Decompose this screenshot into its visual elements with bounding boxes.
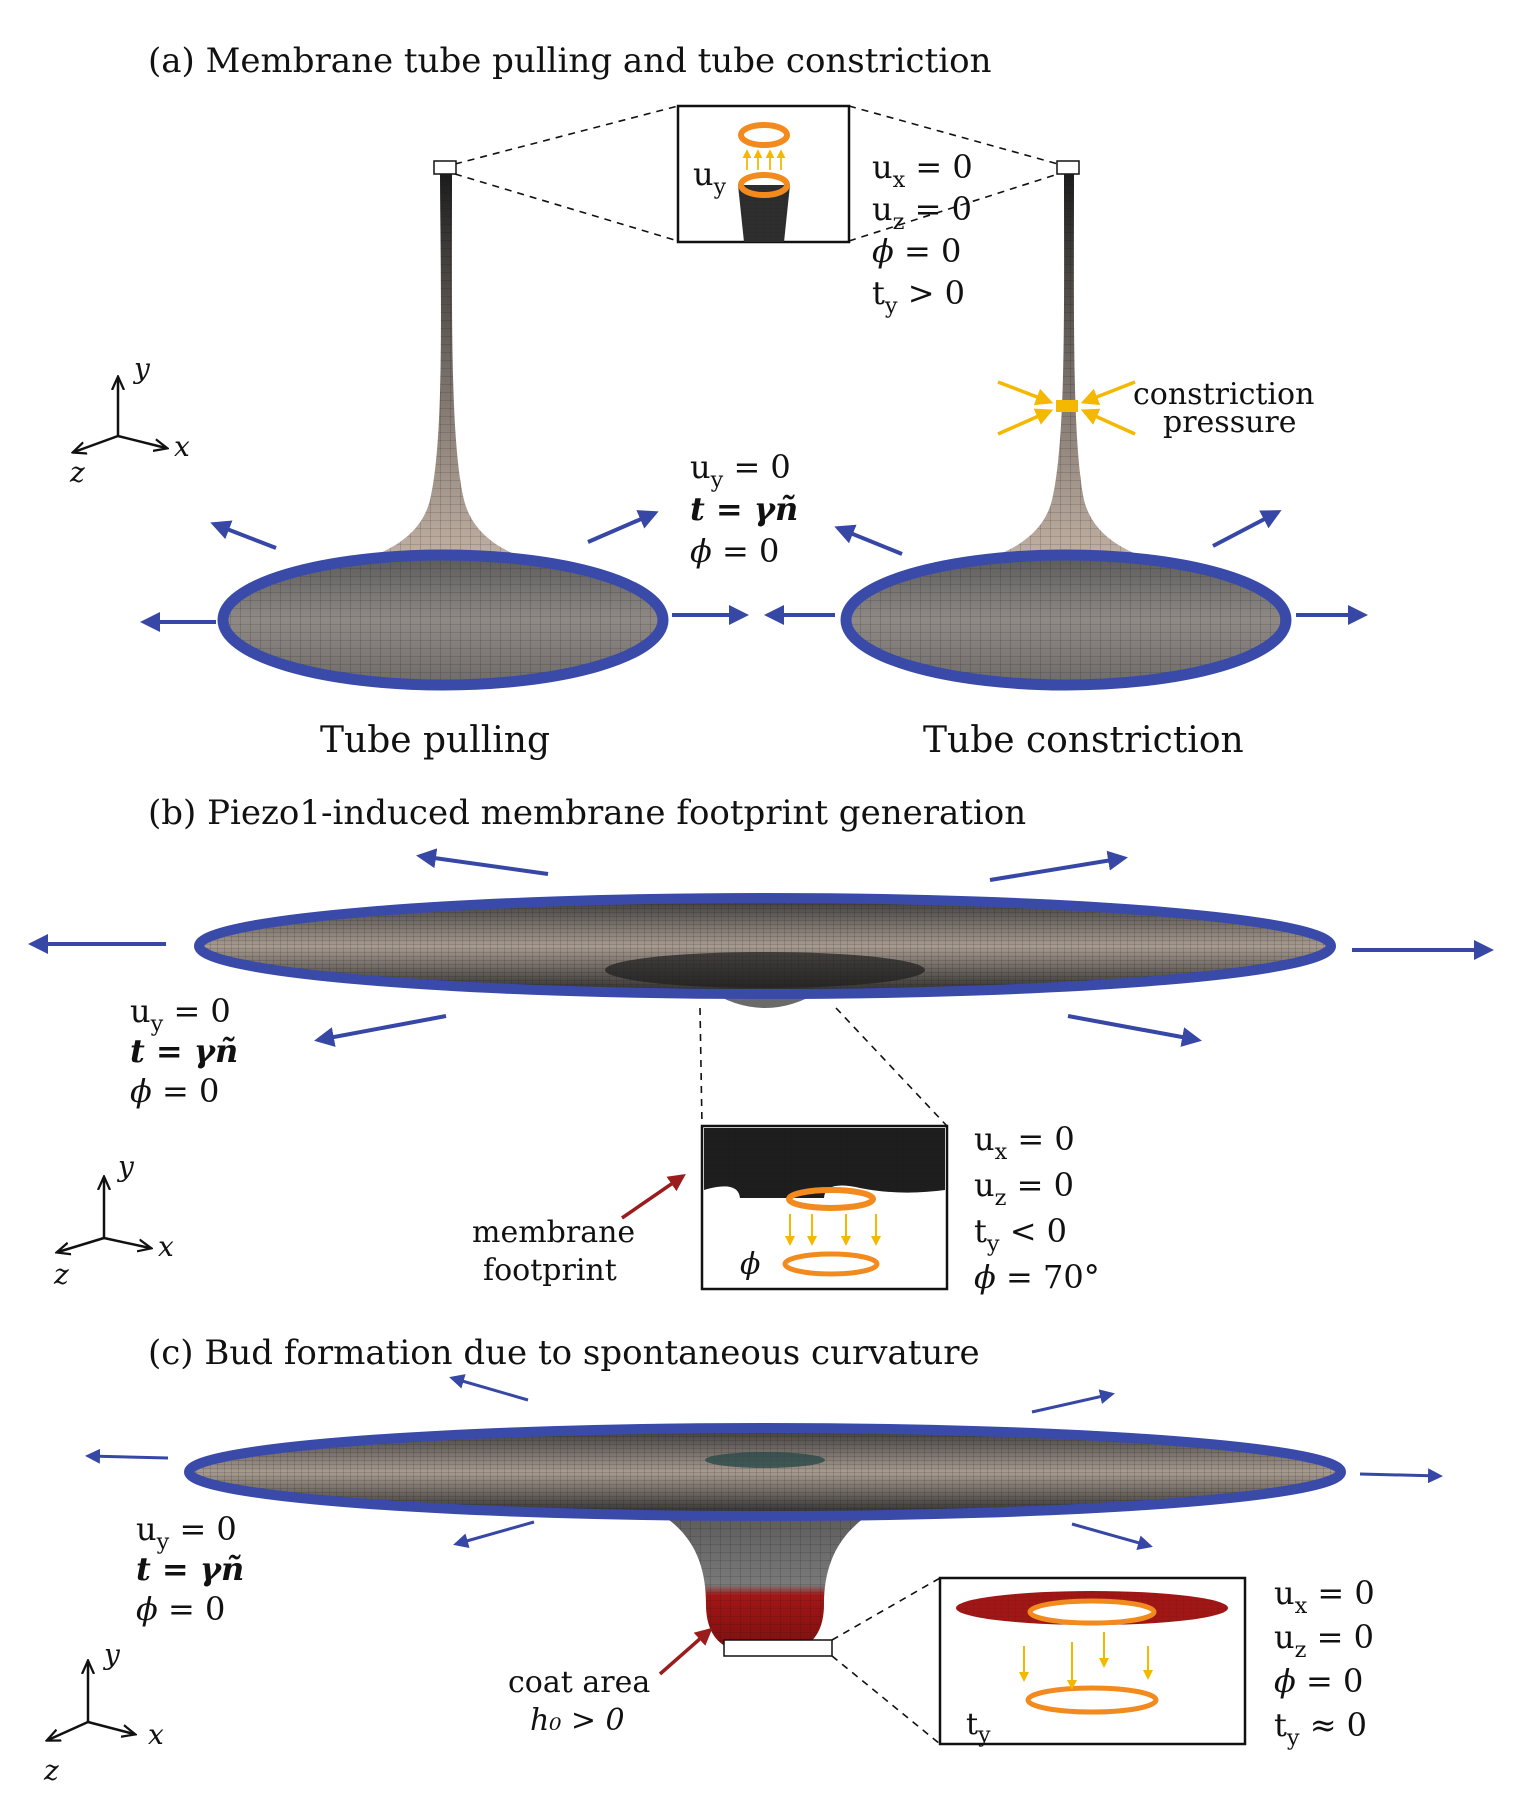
bc-line: ux = 0 [1274, 1574, 1375, 1619]
constriction-label-1: constriction [1133, 377, 1314, 412]
tube-pulling-membrane [217, 174, 669, 691]
zoom-lines-c [831, 1577, 941, 1745]
axis-z-label-a: z [69, 456, 85, 489]
edge-ring-c [184, 1423, 1346, 1521]
bc-line: ty < 0 [974, 1212, 1067, 1257]
axis-x-label-c: x [148, 1718, 164, 1751]
bc-line: t = γñ [690, 490, 798, 528]
bc-line: uz = 0 [872, 190, 972, 235]
bc-line: ϕ = 0 [130, 1072, 219, 1110]
bc-line: uy = 0 [136, 1510, 237, 1555]
caption-tube-constriction: Tube constriction [923, 720, 1244, 761]
bc-line: uy = 0 [130, 992, 231, 1037]
axis-y-label-a: y [132, 352, 151, 385]
bc-line: ty ≈ 0 [1274, 1706, 1367, 1751]
caption-tube-pulling: Tube pulling [320, 720, 550, 761]
axes-triad-a [74, 378, 166, 452]
edge-ring-b [194, 893, 1336, 999]
inset-tube-tip: uy [676, 104, 851, 244]
bc-line: uz = 0 [1274, 1618, 1374, 1663]
coat-label-1: coat area [508, 1665, 650, 1700]
inset-footprint: ϕ [700, 1124, 949, 1291]
axis-z-label-b: z [53, 1258, 69, 1291]
bc-line: ux = 0 [872, 148, 973, 193]
bc-list-b-edge: uy = 0t = γñϕ = 0 [130, 992, 238, 1110]
coat-pointer [658, 1627, 713, 1676]
constriction-band [1056, 400, 1078, 412]
panel-b-title: (b) Piezo1-induced membrane footprint ge… [148, 793, 1026, 833]
footprint-pointer [621, 1174, 686, 1220]
inset-c-label: ty [966, 1707, 991, 1748]
zoom-lines-b [699, 1007, 948, 1127]
tip-marker-left [433, 160, 457, 175]
edge-arrows-left [140, 510, 749, 632]
bc-list-b-inset: ux = 0uz = 0ty < 0ϕ = 70° [974, 1120, 1100, 1296]
inset-a-label: uy [693, 155, 727, 200]
edge-arrows-c [85, 1374, 1443, 1550]
bc-line: ϕ = 0 [136, 1590, 225, 1628]
bc-line: uz = 0 [974, 1166, 1074, 1211]
panel-c-title: (c) Bud formation due to spontaneous cur… [148, 1333, 980, 1373]
footprint-label-1: membrane [472, 1215, 635, 1250]
bc-line: ϕ = 70° [974, 1258, 1100, 1296]
bc-list-a-edge: uy = 0t = γñ ϕ = 0 [690, 448, 798, 570]
axis-x-label-b: x [158, 1230, 174, 1263]
edge-ring-right [840, 549, 1292, 691]
bc-line: ty > 0 [872, 274, 965, 319]
bc-line: ux = 0 [974, 1120, 1075, 1165]
bc-list-c-edge: uy = 0t = γñϕ = 0 [136, 1510, 244, 1628]
axes-triad-c [48, 1662, 134, 1740]
inset-b-label: ϕ [740, 1247, 760, 1282]
bc-list-c-inset: ux = 0uz = 0ϕ = 0 ty ≈ 0 [1274, 1574, 1375, 1751]
bc-line: t = γñ [136, 1550, 244, 1588]
axis-z-label-c: z [43, 1754, 59, 1787]
bc-line: ϕ = 0 [872, 232, 961, 270]
axis-y-label-b: y [116, 1150, 135, 1183]
constriction-label-2: pressure [1163, 405, 1297, 440]
bc-line: uy = 0 [690, 448, 791, 493]
inset-bud-tip: ty [938, 1576, 1247, 1748]
edge-arrows-b [28, 848, 1494, 1047]
footprint-label-2: footprint [483, 1253, 617, 1288]
edge-arrows-right [764, 510, 1368, 625]
axes-triad-b [58, 1178, 150, 1252]
footprint-membrane [194, 893, 1336, 1008]
bud-membrane [184, 1423, 1346, 1654]
axis-x-label-a: x [174, 430, 190, 463]
bc-line: t = γñ [130, 1032, 238, 1070]
bc-line: ϕ = 0 [1274, 1662, 1363, 1700]
zoom-lines-a [454, 105, 1059, 242]
bc-line: ϕ = 0 [690, 532, 779, 570]
axis-y-label-c: y [102, 1638, 121, 1671]
tube-constriction-membrane [840, 174, 1292, 691]
edge-ring-left [217, 549, 669, 691]
bud-tip-marker [723, 1639, 833, 1657]
bc-list-a-top: ux = 0uz = 0ϕ = 0 ty > 0 [872, 148, 973, 319]
coat-label-2: h₀ > 0 [530, 1703, 625, 1738]
panel-a-title: (a) Membrane tube pulling and tube const… [148, 41, 992, 81]
tip-marker-right [1056, 160, 1080, 175]
constriction-arrows [997, 380, 1136, 436]
